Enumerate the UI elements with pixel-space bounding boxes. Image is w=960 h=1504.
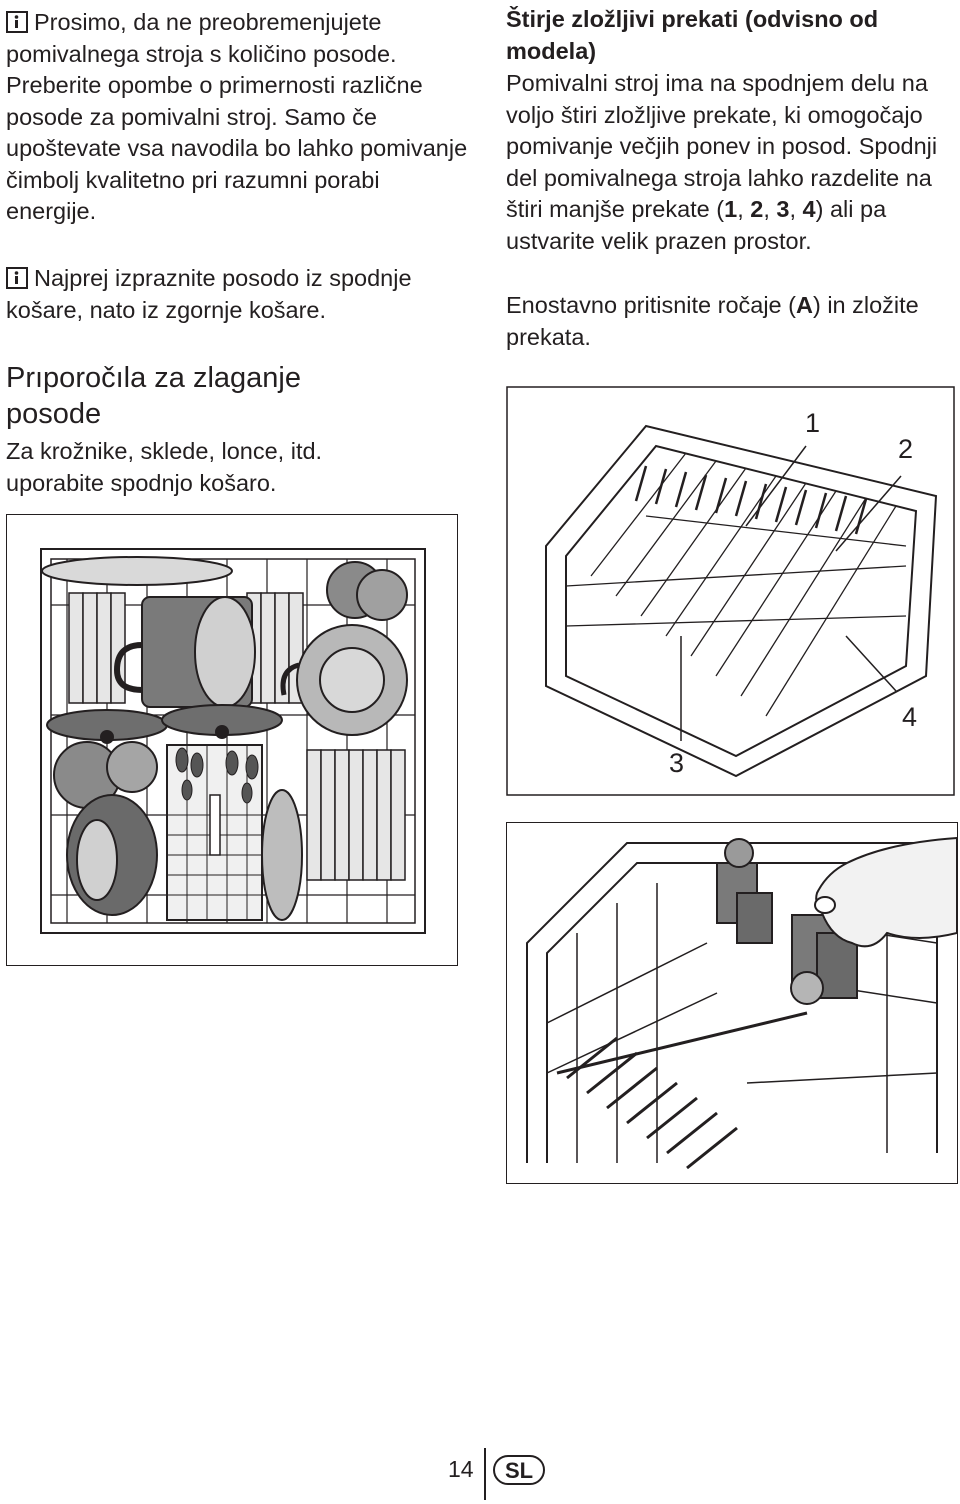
note-overload: Prosimo, da ne preobremenjujete pomivaln… [6,7,476,228]
text-segment: Enostavno pritisnite ročaje ( [506,292,796,318]
text-segment: ) in zložite prekata. [506,292,919,350]
basket-drawing [40,548,426,934]
note-overload-text: Prosimo, da ne preobremenjujete pomivaln… [6,9,468,224]
page-number: 14 [448,1456,474,1482]
ref-a: A [795,292,813,318]
ref-4: 4 [802,196,816,222]
press-handles-text: Enostavno pritisnite ročaje (A) in zloži… [506,290,958,353]
loaded-basket-illustration [6,514,458,966]
compartment-drawing [506,386,955,796]
ref-1: 1 [724,196,738,222]
handle-detail-drawing [526,836,958,1170]
figure-label-2: 2 [898,434,914,464]
ref-3: 3 [776,196,790,222]
info-icon [6,11,28,33]
ref-2: 2 [750,196,764,222]
figure-label-3: 3 [669,748,685,778]
foldable-compartments-text: Pomivalni stroj ima na spodnjem delu na … [506,70,938,254]
info-icon [6,267,28,289]
figure-label-1: 1 [805,408,821,438]
note-unload-order-text: Najprej izpraznite posodo iz spodnje koš… [6,265,412,323]
language-badge: SL [493,1455,545,1485]
note-unload-order: Najprej izpraznite posodo iz spodnje koš… [6,263,476,326]
footer-divider [484,1448,486,1500]
section-heading-recommendations: Prıporočıla za zlaganje posode [6,362,301,430]
handle-detail-illustration [506,822,958,1184]
recommendations-text: Za krožnike, sklede, lonce, itd. uporabi… [6,438,323,496]
section-heading-foldable-compartments: Štirje zložljivi prekati (odvisno od mod… [506,6,879,64]
figure-label-4: 4 [902,702,918,732]
text-segment: ) ali pa ustvarite velik prazen prostor. [506,196,887,254]
text-segment: Pomivalni stroj ima na spodnjem delu na … [506,70,938,222]
compartment-basket-illustration [506,386,955,796]
